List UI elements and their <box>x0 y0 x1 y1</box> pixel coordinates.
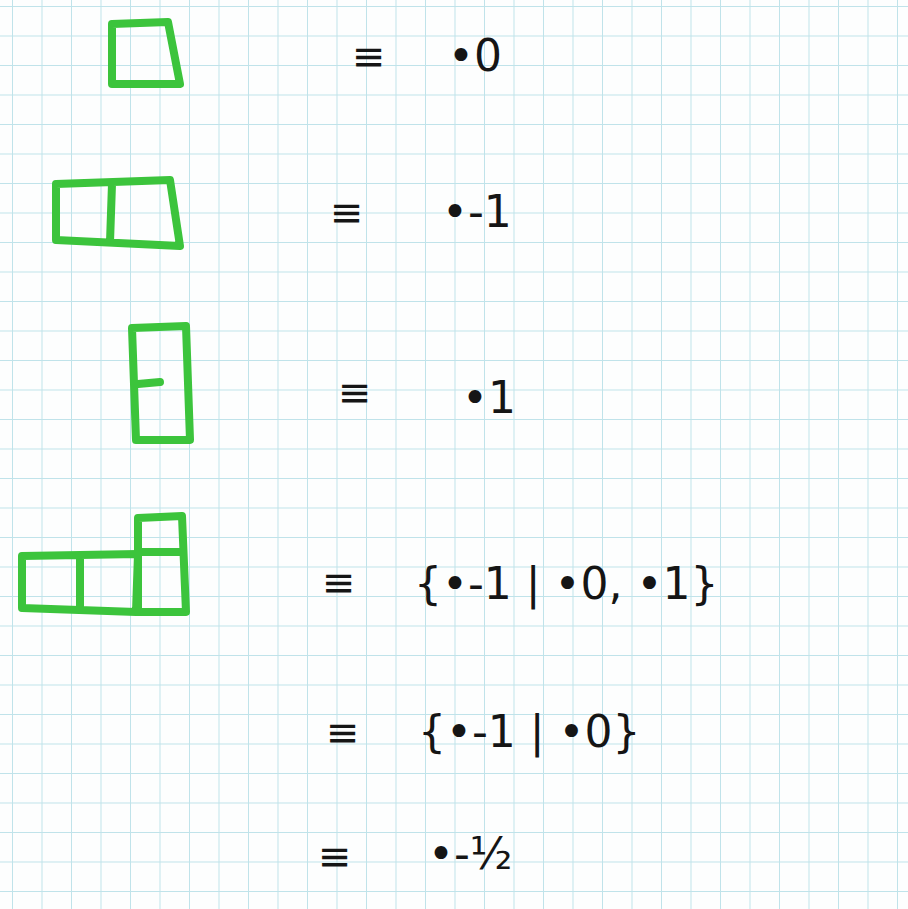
equivalence-sign: ≡ <box>322 562 356 602</box>
equivalence-sign: ≡ <box>330 192 364 232</box>
horizontal-domino <box>56 180 180 246</box>
game-expression: {•-1 | •0, •1} <box>414 562 718 606</box>
l-shape-column <box>138 516 186 612</box>
vertical-domino <box>132 326 190 440</box>
equivalence-sign: ≡ <box>318 836 352 876</box>
game-value: •-1 <box>442 190 512 234</box>
equivalence-sign: ≡ <box>352 36 386 76</box>
equivalence-sign: ≡ <box>326 712 360 752</box>
game-value: •0 <box>448 34 502 78</box>
l-shape-row <box>22 554 138 612</box>
equivalence-sign: ≡ <box>338 372 372 412</box>
single-cell <box>112 22 180 84</box>
game-value: •-½ <box>428 832 512 876</box>
game-expression: {•-1 | •0} <box>418 710 641 754</box>
game-value: •1 <box>462 376 516 420</box>
